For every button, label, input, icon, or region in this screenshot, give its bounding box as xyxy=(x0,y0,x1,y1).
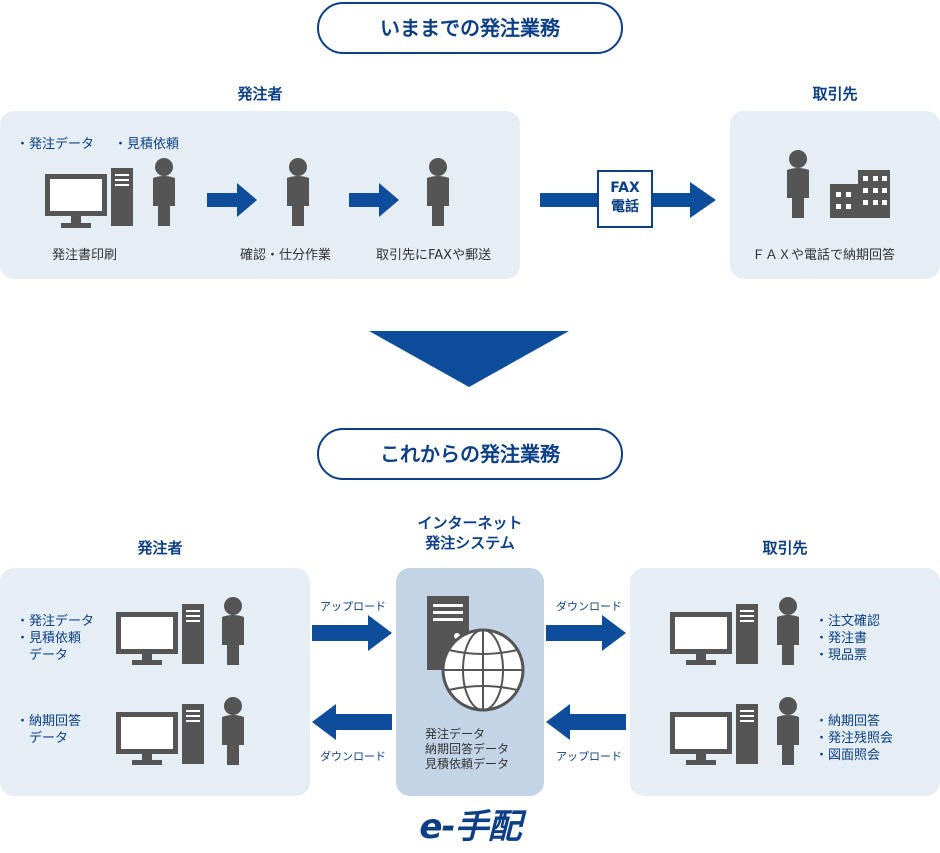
fax-label: FAX xyxy=(610,180,640,196)
supplier-group1-list: ・注文確認 ・発注書 ・現品票 xyxy=(815,613,880,664)
phone-label: 電話 xyxy=(611,199,639,215)
computer-icon xyxy=(116,604,204,665)
list-item: 納期回答データ xyxy=(425,742,510,756)
list-item: データ xyxy=(16,731,69,746)
list-item: データ xyxy=(16,648,69,663)
building-icon xyxy=(830,170,890,218)
list-item: ・発注書 xyxy=(815,631,868,646)
person-icon xyxy=(777,697,799,765)
download-label-right: ダウンロード xyxy=(556,600,622,613)
person-icon xyxy=(787,150,809,218)
arrow-left-icon xyxy=(312,704,392,740)
arrow-left-icon xyxy=(546,704,626,740)
supplier-group2-list: ・納期回答 ・発注残照会 ・図面照会 xyxy=(815,713,893,764)
list-item: ・注文確認 xyxy=(815,614,881,629)
orderer-heading-top: 発注者 xyxy=(237,85,283,103)
list-item: 発注データ xyxy=(425,727,486,741)
list-item: ・発注データ xyxy=(16,614,95,629)
list-item: 見積依頼データ xyxy=(425,757,510,771)
computer-icon xyxy=(45,168,133,228)
supplier-heading-top: 取引先 xyxy=(812,85,858,103)
supplier-heading-bottom: 取引先 xyxy=(762,539,808,557)
step-check-label: 確認・仕分作業 xyxy=(240,248,332,263)
orderer-group1-list: ・発注データ ・見積依頼 データ xyxy=(16,613,94,664)
e-tehai-logo: e-手配 xyxy=(419,807,521,847)
system-data-list: 発注データ 納期回答データ 見積依頼データ xyxy=(425,727,509,772)
list-item: ・納期回答 xyxy=(16,714,82,729)
orderer-heading-bottom: 発注者 xyxy=(137,539,183,557)
section-title-current: いままでの発注業務 xyxy=(317,2,623,54)
arrow-right-icon xyxy=(312,615,392,651)
arrow-right-icon xyxy=(207,183,257,217)
list-item: ・見積依頼 xyxy=(16,631,82,646)
fax-phone-box: FAX 電話 xyxy=(597,170,653,228)
computer-icon xyxy=(670,604,758,665)
person-icon xyxy=(427,158,449,226)
list-item: ・現品票 xyxy=(815,648,868,663)
computer-icon xyxy=(116,704,204,765)
person-icon xyxy=(287,158,309,226)
supplier-caption-top: ＦＡＸや電話で納期回答 xyxy=(752,248,896,263)
system-heading-line1: インターネット xyxy=(417,514,523,532)
down-arrow-icon xyxy=(369,331,569,387)
orderer-group2-list: ・納期回答 データ xyxy=(16,713,81,747)
system-heading-line2: 発注システム xyxy=(425,534,515,552)
person-icon xyxy=(153,158,175,226)
computer-icon xyxy=(670,704,758,765)
server-globe-icon xyxy=(427,596,525,712)
arrow-right-icon xyxy=(546,615,626,651)
orderer-item-order-data: ・発注データ xyxy=(16,137,95,152)
download-label-left: ダウンロード xyxy=(320,750,386,763)
upload-label-left: アップロード xyxy=(320,600,386,613)
person-icon xyxy=(222,597,244,665)
person-icon xyxy=(777,597,799,665)
step-send-label: 取引先にFAXや郵送 xyxy=(376,248,492,263)
list-item: ・発注残照会 xyxy=(815,731,894,746)
list-item: ・図面照会 xyxy=(815,748,881,763)
section-title-future: これからの発注業務 xyxy=(317,428,623,480)
step-print-label: 発注書印刷 xyxy=(52,248,118,263)
orderer-item-quote-request: ・見積依頼 xyxy=(114,137,180,152)
orderer-panel-bottom xyxy=(0,568,310,796)
system-heading: インターネット 発注システム xyxy=(380,513,560,553)
person-icon xyxy=(222,697,244,765)
list-item: ・納期回答 xyxy=(815,714,881,729)
upload-label-right: アップロード xyxy=(556,750,622,763)
arrow-right-icon xyxy=(349,183,399,217)
